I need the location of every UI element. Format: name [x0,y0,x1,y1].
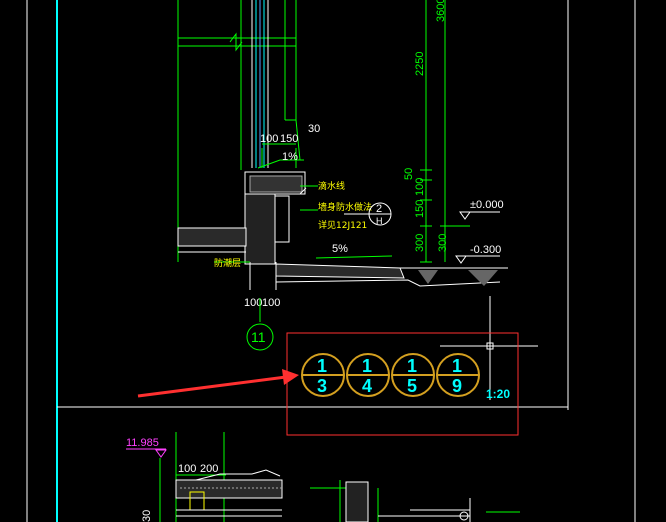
note-see-atlas: 详见12J121 [318,219,367,231]
dim-bottom-100-a: 100 [244,297,262,309]
elevation-minus-300: -0.300 [470,244,501,256]
detail-index-bottom: H [376,216,383,226]
vertical-dimension-chain [420,0,470,263]
callout-1-9-bottom: 9 [452,376,462,396]
callout-1-5-top: 1 [407,356,417,376]
callout-1-5[interactable]: 1 5 [391,353,435,397]
detail-index-top: 2 [376,203,382,215]
sill-detail [177,171,508,290]
dim-bottom-100-b: 100 [262,297,280,309]
callout-1-4[interactable]: 1 4 [346,353,390,397]
dim-3600: 3600 [435,0,447,22]
callout-1-4-bottom: 4 [362,376,372,396]
callout-1-3-top: 1 [317,356,327,376]
callout-1-9[interactable]: 1 9 [436,353,480,397]
elevation-marker-minus300 [455,255,500,264]
drawing-frame [26,0,636,522]
dim-50: 50 [403,168,415,180]
window-mullions [251,0,269,168]
dim-150-vertical: 150 [414,200,426,218]
callout-1-3[interactable]: 1 3 [301,353,345,397]
callout-1-3-bottom: 3 [317,376,327,396]
lower-dim-200: 200 [200,463,218,475]
dim-300-right: 300 [437,234,449,252]
callout-1-4-top: 1 [362,356,372,376]
callout-1-9-top: 1 [452,356,462,376]
detail-index-marker: 2 H [344,202,392,226]
lower-dim-100: 100 [178,463,196,475]
dim-150-horizontal: 150 [280,133,298,145]
dim-300-left: 300 [414,234,426,252]
dim-100-vertical: 100 [414,178,426,196]
elevation-zero: ±0.000 [470,199,504,211]
dim-100-horizontal: 100 [260,133,278,145]
axis-bubble: 11 [246,298,274,351]
note-waterproof-method: 墙身防水做法 [318,201,372,213]
elevation-11985: 11.985 [126,437,159,449]
callout-1-5-bottom: 5 [407,376,417,396]
crosshair-cursor-icon [440,296,538,400]
note-moisture-layer: 防潮层 [214,257,241,269]
scale-label: 1:20 [486,387,510,401]
callout-group: 1 3 1 4 1 5 1 9 [301,353,480,397]
lower-detail: 11.985 100 200 30 [126,432,520,522]
slope-5-percent: 5% [332,243,348,255]
slope-1-percent: 1% [282,151,298,163]
elevation-marker-zero [459,211,500,220]
dim-2250: 2250 [414,52,426,76]
red-arrow-icon [137,369,299,398]
selection-highlight-box[interactable] [286,332,519,436]
leader-lines [214,143,393,263]
lower-dim-30: 30 [141,510,153,522]
dim-30: 30 [308,123,320,135]
note-drip-line: 滴水线 [318,180,345,192]
wall-section-upper [177,0,301,262]
axis-bubble-label: 11 [251,329,266,345]
